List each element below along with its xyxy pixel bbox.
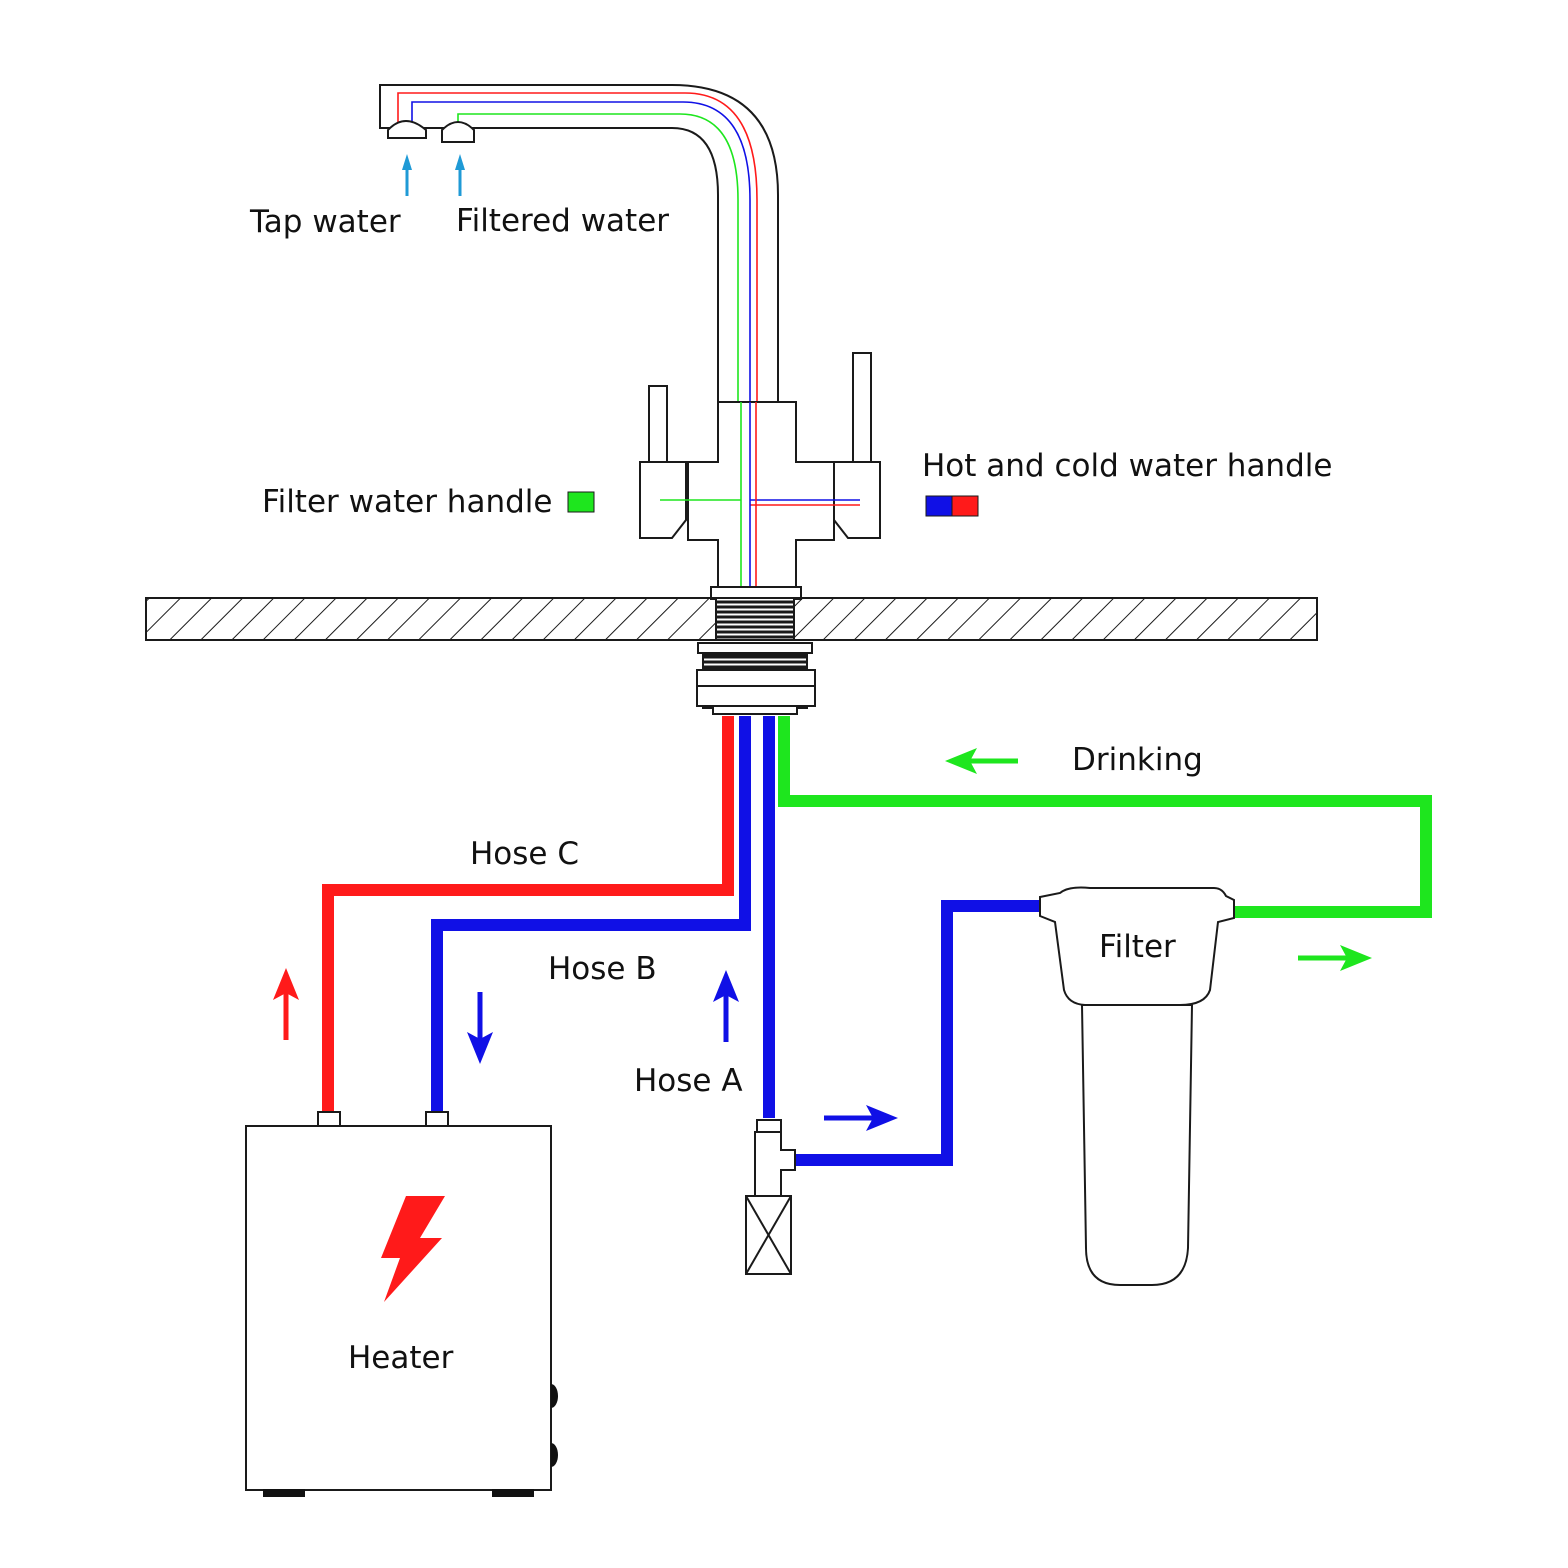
spout-hot-line <box>397 92 758 590</box>
spout-filtered-line <box>457 113 739 590</box>
hose-c-up-arrow <box>273 968 299 1040</box>
filtered-water-nozzle <box>441 121 475 143</box>
hose-a-label: Hose A <box>634 1063 743 1099</box>
hose-b-down-arrow <box>467 992 493 1064</box>
drinking-arrow <box>945 748 1018 774</box>
spout-cold-line <box>411 101 751 590</box>
filter-water-handle-label: Filter water handle <box>262 484 552 520</box>
drinking-label: Drinking <box>1072 742 1203 778</box>
hose-b <box>431 716 751 1116</box>
hose-c-label: Hose C <box>470 836 579 872</box>
hot-cold-water-handle[interactable] <box>833 352 881 539</box>
filter-inlet-arrow <box>824 1105 898 1131</box>
heater-label: Heater <box>348 1340 454 1376</box>
filter-inlet-hose <box>793 900 1040 1166</box>
filter-water-handle[interactable] <box>639 385 687 539</box>
tap-water-arrow <box>402 154 412 196</box>
countertop <box>145 597 1318 641</box>
filter-unit: Filter <box>1039 886 1235 1286</box>
tap-water-label: Tap water <box>249 204 401 240</box>
hose-b-label: Hose B <box>548 951 657 987</box>
lightning-bolt-icon <box>381 1196 445 1302</box>
mounting-shank <box>696 642 816 715</box>
hose-a-up-arrow <box>713 970 739 1042</box>
hot-swatch <box>951 495 979 517</box>
filtered-swatch <box>567 491 595 513</box>
hot-cold-handle-label: Hot and cold water handle <box>922 448 1332 484</box>
cold-swatch <box>925 495 953 517</box>
filter-label: Filter <box>1099 929 1176 965</box>
filtered-water-label: Filtered water <box>456 203 669 239</box>
heater-knob-bottom[interactable] <box>551 1443 558 1467</box>
tap-water-nozzle <box>387 120 427 139</box>
hose-c <box>322 716 734 1116</box>
drinking-hose <box>778 716 1432 918</box>
filtered-water-arrow <box>455 154 465 196</box>
heater-unit: Heater <box>245 1111 558 1497</box>
faucet-spout <box>379 84 779 590</box>
faucet-body <box>639 352 881 600</box>
filter-outlet-arrow <box>1298 945 1372 971</box>
valve-x-icon <box>745 1195 792 1275</box>
shutoff-valve[interactable] <box>745 1119 796 1275</box>
heater-knob-top[interactable] <box>551 1384 558 1408</box>
